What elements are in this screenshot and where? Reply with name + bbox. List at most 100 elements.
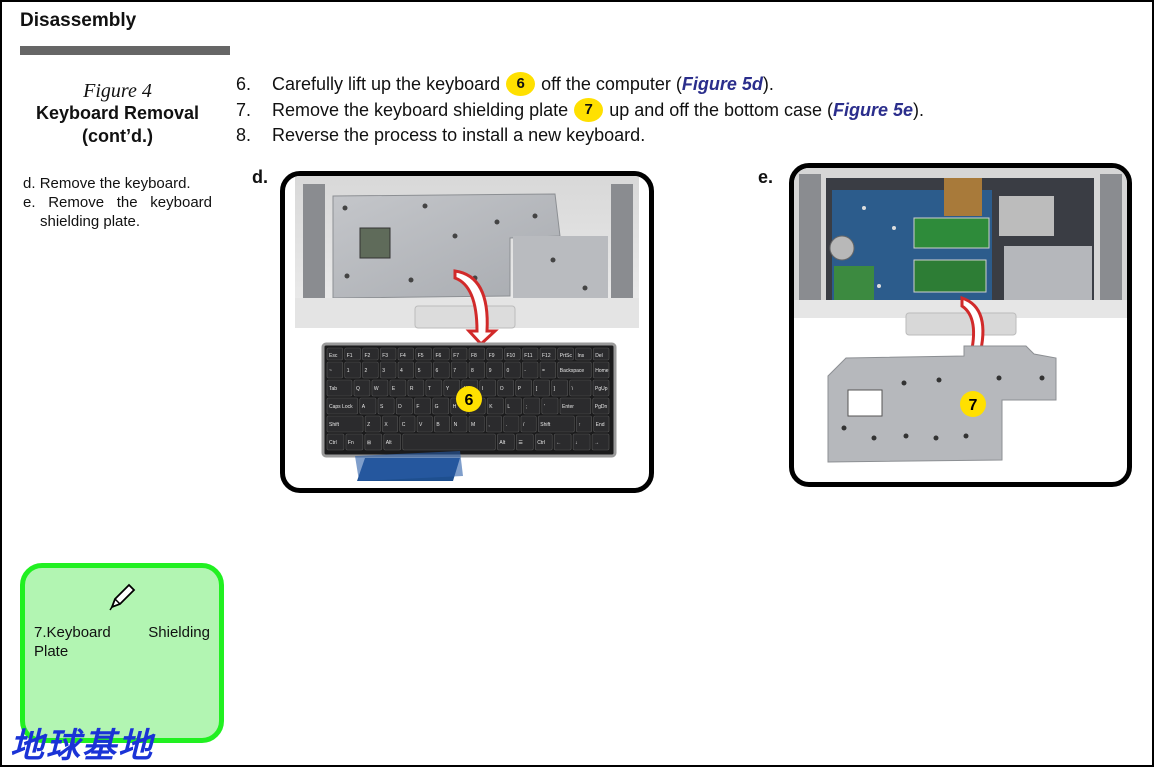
- keyboard-key: [486, 347, 503, 361]
- keyboard-key-label: ☰: [518, 440, 523, 446]
- figure-title-line2: (cont’d.): [82, 126, 153, 146]
- keyboard-key-label: Esc: [329, 353, 338, 359]
- keyboard-key: [344, 361, 361, 379]
- keyboard-key: [523, 397, 541, 415]
- keyboard-key: [504, 361, 521, 379]
- keyboard-key: [379, 361, 397, 379]
- keyboard-key-label: B: [436, 422, 440, 428]
- keyboard-key-label: G: [435, 404, 439, 410]
- keyboard-key-label: F3: [382, 353, 388, 359]
- keyboard-key: [407, 379, 425, 397]
- keyboard-key: [345, 433, 364, 451]
- photo-d-callout-circle: [456, 386, 482, 412]
- keyboard-key-label: →: [594, 440, 599, 446]
- keyboard-key-label: ⊞: [367, 440, 371, 446]
- step-8: 8.Reverse the process to install a new k…: [236, 125, 646, 145]
- keyboard-key: [450, 347, 468, 361]
- keyboard-key-label: Q: [356, 386, 360, 392]
- keyboard-key: [414, 397, 431, 415]
- keyboard-key-label: .: [506, 422, 507, 428]
- keyboard-key-label: Fn: [348, 440, 354, 446]
- keyboard-key: [569, 379, 592, 397]
- keyboard-key: [432, 397, 450, 415]
- keyboard-key: [415, 361, 432, 379]
- keyboard-key-label: Ctrl: [537, 440, 545, 446]
- keyboard-key: [382, 415, 399, 433]
- keyboard-key: [592, 361, 610, 379]
- figure-title-line1: Keyboard Removal: [35, 103, 200, 123]
- photo-e-callout-7: 7: [969, 397, 978, 414]
- keyboard-key-label: ~: [329, 368, 332, 374]
- caption-text: Remove the keyboard.: [39, 175, 191, 192]
- keyboard-key: [353, 379, 371, 397]
- keyboard-key-label: Del: [595, 353, 603, 359]
- keyboard-key: [434, 415, 450, 433]
- keyboard-key-label: P: [518, 386, 522, 392]
- keyboard-key-label: Tab: [329, 386, 337, 392]
- photo-e-illustration: 7: [794, 168, 1127, 463]
- keyboard-key-label: F2: [365, 353, 371, 359]
- keyboard-key-label: End: [596, 422, 605, 428]
- keyboard-key-label: 5: [418, 368, 421, 374]
- section-title: Disassembly: [20, 10, 137, 31]
- keyboard-key-label: Y: [446, 386, 450, 392]
- keyboard-key-label: 8: [471, 368, 474, 374]
- keyboard-key: [486, 397, 504, 415]
- keyboard-key: [362, 347, 379, 361]
- keyboard-key-label: S: [380, 404, 384, 410]
- keyboard-key: [468, 347, 486, 361]
- keyboard-key-label: F9: [489, 353, 495, 359]
- keyboard-key: [479, 379, 497, 397]
- keyboard-key: [371, 379, 389, 397]
- keyboard-key-label: Ctrl: [329, 440, 337, 446]
- keyboard-key-label: PgUp: [595, 386, 608, 392]
- keyboard-key: [516, 433, 534, 451]
- keyboard-key: [572, 433, 591, 451]
- keyboard-key-label: ↑: [578, 422, 581, 428]
- keyboard-key-label: ]: [554, 386, 556, 392]
- keyboard-key: [395, 397, 413, 415]
- keyboard-key: [344, 347, 361, 361]
- watermark: 地球基地: [10, 727, 154, 765]
- keyboard-key-label: ;: [526, 404, 527, 410]
- keyboard-key: [551, 379, 568, 397]
- keyboard-key: [364, 415, 381, 433]
- keyboard-key-label: Alt: [499, 440, 505, 446]
- keyboard-key: [497, 379, 515, 397]
- keyboard-key-label: V: [419, 422, 423, 428]
- keyboard-key-label: 9: [489, 368, 492, 374]
- keyboard-key: [521, 361, 539, 379]
- keyboard-key-label: L: [507, 404, 510, 410]
- keyboard-key: [377, 397, 395, 415]
- keyboard-key-label: R: [410, 386, 414, 392]
- keyboard-key-label: Z: [367, 422, 370, 428]
- keyboard-key-label: PrtSc: [560, 353, 573, 359]
- keyboard-key-label: /: [523, 422, 525, 428]
- keyboard-key: [576, 415, 592, 433]
- keyboard-key-label: F4: [400, 353, 406, 359]
- keyboard-key: [534, 433, 553, 451]
- keyboard-key-label: F5: [418, 353, 424, 359]
- keyboard-key: [379, 347, 397, 361]
- keyboard-key-label: 1: [347, 368, 350, 374]
- keyboard-key-label: Shift: [540, 422, 551, 428]
- keyboard-key-label: I: [482, 386, 483, 392]
- keyboard-key: [450, 361, 468, 379]
- keyboard-key-label: Shift: [329, 422, 340, 428]
- keyboard-key-label: F1: [347, 353, 353, 359]
- figure-5d-link[interactable]: Figure 5d: [681, 73, 763, 94]
- keyboard-key-label: 0: [507, 368, 510, 374]
- figure-5e-link[interactable]: Figure 5e: [833, 99, 914, 120]
- note-box: 7.Keyboard Shielding Plate: [20, 563, 224, 743]
- keyboard-key-label: Caps Lock: [329, 404, 353, 410]
- keyboard-key-label: 7: [453, 368, 456, 374]
- keyboard-key: [326, 379, 353, 397]
- keyboard-key: [326, 415, 364, 433]
- photo-d-callout-6: 6: [465, 392, 474, 409]
- keyboard-key: [383, 433, 402, 451]
- keyboard-key-label: ↓: [575, 440, 578, 446]
- keyboard-key: [520, 415, 537, 433]
